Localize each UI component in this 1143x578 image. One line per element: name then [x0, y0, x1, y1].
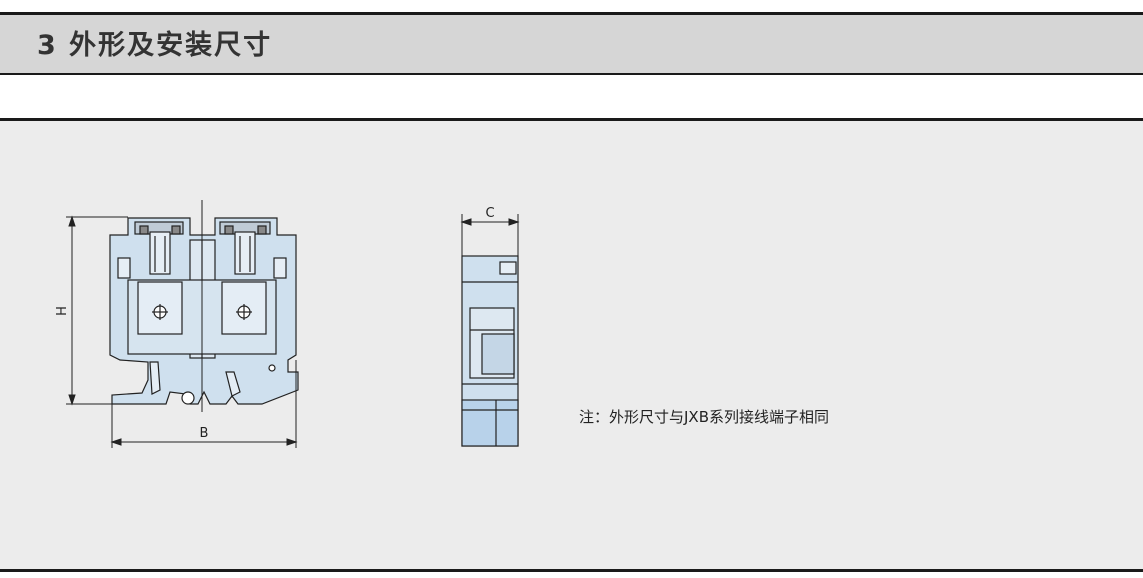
section-title: 3 外形及安装尺寸	[37, 30, 273, 61]
dimension-h	[66, 215, 128, 406]
front-view	[109, 217, 299, 405]
note: 注：外形尺寸与JXB系列接线端子相同	[579, 408, 829, 426]
section-header: 3 外形及安装尺寸	[0, 12, 1143, 75]
dimension-b	[110, 360, 298, 448]
dimension-label-b: B	[200, 426, 209, 441]
dimension-c	[460, 214, 520, 256]
dimension-label-c: C	[485, 206, 494, 221]
dimension-label-h: H	[55, 306, 70, 316]
side-view	[461, 255, 519, 447]
